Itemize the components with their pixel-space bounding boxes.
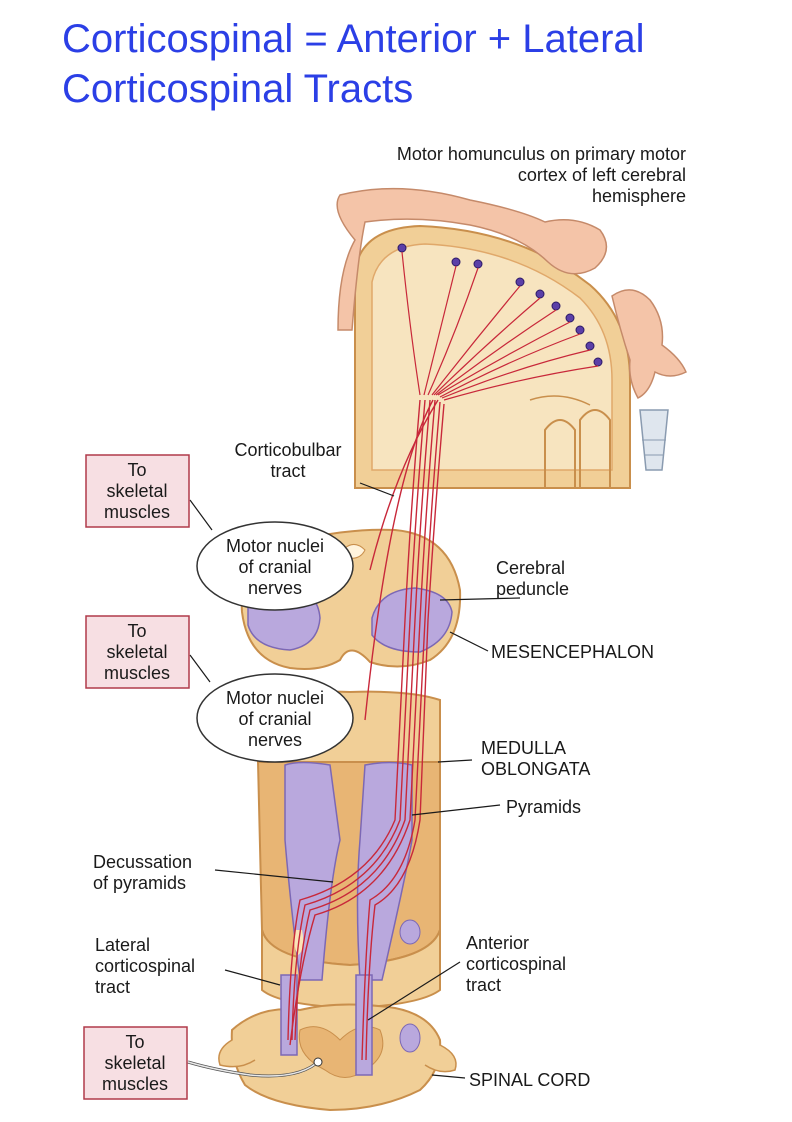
- title-line-2: Corticospinal Tracts: [62, 67, 414, 111]
- corticobulbar-label-line-2: tract: [270, 461, 305, 481]
- box1-line-2: skeletal: [106, 481, 167, 501]
- cerebral-peduncle-label-line-2: peduncle: [496, 579, 569, 599]
- motor-nuclei-lower-line-1: Motor nuclei: [226, 688, 324, 708]
- corticobulbar-label: Corticobulbar tract: [234, 440, 341, 481]
- box3-line-2: skeletal: [104, 1053, 165, 1073]
- homunculus-label: Motor homunculus on primary motor cortex…: [397, 144, 686, 206]
- homunculus-label-line-3: hemisphere: [592, 186, 686, 206]
- medulla-label: MEDULLA OBLONGATA: [481, 738, 590, 779]
- motor-nuclei-lower-line-3: nerves: [248, 730, 302, 750]
- decussation-label-line-1: Decussation: [93, 852, 192, 872]
- lateral-tract-label-line-2: corticospinal: [95, 956, 195, 976]
- spinal-cord-label: SPINAL CORD: [469, 1070, 590, 1090]
- motor-nuclei-upper-line-3: nerves: [248, 578, 302, 598]
- anterior-tract-label-line-1: Anterior: [466, 933, 529, 953]
- box1-line-3: muscles: [104, 502, 170, 522]
- motor-nuclei-lower: Motor nuclei of cranial nerves: [196, 673, 354, 763]
- pyramids-label: Pyramids: [506, 797, 581, 817]
- motor-nuclei-upper-line-1: Motor nuclei: [226, 536, 324, 556]
- cerebral-peduncle-label-line-1: Cerebral: [496, 558, 565, 578]
- box2-line-1: To: [127, 621, 146, 641]
- motor-nuclei-upper-line-2: of cranial: [238, 557, 311, 577]
- spinal-efferent-nerve: [187, 1057, 323, 1078]
- cortical-fibers: [401, 251, 599, 401]
- box2-line-3: muscles: [104, 663, 170, 683]
- lateral-tract-label-line-3: tract: [95, 977, 130, 997]
- cerebral-cortex: [354, 224, 631, 489]
- title-line-1: Corticospinal = Anterior + Lateral: [62, 17, 645, 61]
- motor-homunculus: [336, 187, 687, 471]
- motor-nuclei-lower-line-2: of cranial: [238, 709, 311, 729]
- homunculus-label-line-1: Motor homunculus on primary motor: [397, 144, 686, 164]
- box1-line-1: To: [127, 460, 146, 480]
- corticospinal-fibers: [287, 399, 445, 1061]
- decussation-label-line-2: of pyramids: [93, 873, 186, 893]
- motor-nuclei-upper: Motor nuclei of cranial nerves: [196, 521, 354, 611]
- homunculus-label-line-2: cortex of left cerebral: [518, 165, 686, 185]
- anterior-tract-label-line-3: tract: [466, 975, 501, 995]
- mesencephalon-label: MESENCEPHALON: [491, 642, 654, 662]
- skeletal-muscle-box-1: To skeletal muscles: [85, 454, 190, 528]
- skeletal-muscle-box-3: To skeletal muscles: [83, 1026, 188, 1100]
- page-title: Corticospinal = Anterior + Lateral Corti…: [62, 14, 762, 114]
- anterior-tract-label-line-2: corticospinal: [466, 954, 566, 974]
- lateral-tract-label: Lateral corticospinal tract: [95, 935, 195, 997]
- medulla-label-line-2: OBLONGATA: [481, 759, 590, 779]
- skeletal-muscle-box-2: To skeletal muscles: [85, 615, 190, 689]
- box3-line-1: To: [125, 1032, 144, 1052]
- leader-lines: [189, 482, 521, 1079]
- corticobulbar-label-line-1: Corticobulbar: [234, 440, 341, 460]
- lateral-tract-label-line-1: Lateral: [95, 935, 150, 955]
- cerebral-peduncle-label: Cerebral peduncle: [496, 558, 569, 599]
- spinal-cord-section: [218, 1003, 457, 1112]
- anterior-tract-label: Anterior corticospinal tract: [466, 933, 566, 995]
- box3-line-3: muscles: [102, 1074, 168, 1094]
- medulla-label-line-1: MEDULLA: [481, 738, 566, 758]
- cortex-neuron-bodies: [397, 243, 603, 367]
- decussation-label: Decussation of pyramids: [93, 852, 192, 893]
- box2-line-2: skeletal: [106, 642, 167, 662]
